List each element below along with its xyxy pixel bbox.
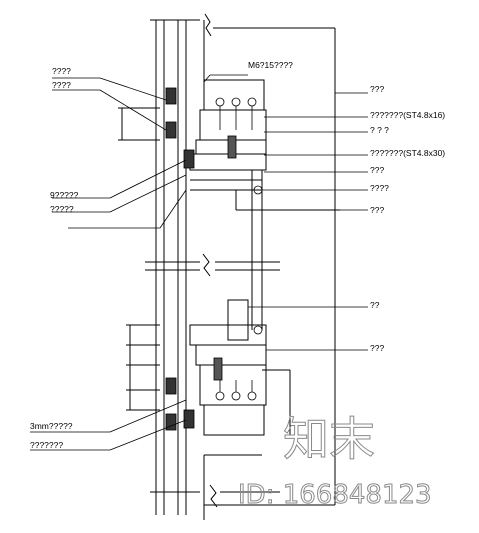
callout-left-1: ???? xyxy=(52,66,71,76)
callout-right-7: ??? xyxy=(370,205,384,215)
callout-top: M6?15???? xyxy=(248,60,293,70)
callout-right-4: ???????(ST4.8x30) xyxy=(370,148,445,158)
callout-right-5: ??? xyxy=(370,165,384,175)
callout-left-3: 9????? xyxy=(50,190,79,200)
callout-right-1: ??? xyxy=(370,84,384,94)
callout-right-8: ?? xyxy=(370,300,380,310)
callout-left-2: ???? xyxy=(52,80,71,90)
watermark: 知末 ID: 166848123 xyxy=(238,412,433,511)
callout-left-6: ??????? xyxy=(30,440,63,450)
callout-right-6: ???? xyxy=(370,183,389,193)
left-callouts: ???? ???? 9????? ????? 3mm????? ??????? xyxy=(30,66,79,450)
gaskets-and-screws xyxy=(165,87,263,431)
watermark-logo: 知末 xyxy=(283,412,375,466)
watermark-id: ID: 166848123 xyxy=(238,480,432,510)
right-callouts: ??? ???????(ST4.8x16) ? ? ? ???????(ST4.… xyxy=(370,84,445,353)
callout-left-4: ????? xyxy=(50,204,74,214)
callout-left-5: 3mm????? xyxy=(30,421,73,431)
callout-right-2: ???????(ST4.8x16) xyxy=(370,110,445,120)
callout-right-3: ? ? ? xyxy=(370,125,389,135)
callout-right-9: ??? xyxy=(370,343,384,353)
leader-lines xyxy=(30,74,368,451)
